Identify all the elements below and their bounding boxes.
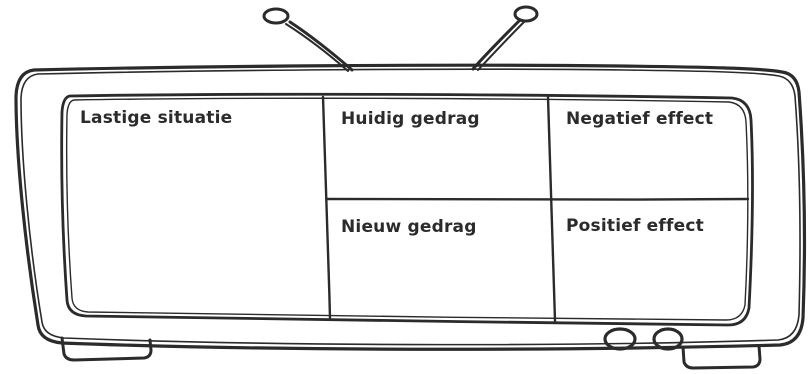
cell-positive-effect: Positief effect <box>566 216 704 236</box>
tv-knobs <box>603 327 684 351</box>
antenna-left <box>262 7 354 72</box>
tv-body <box>14 63 807 351</box>
cell-new-behavior: Nieuw gedrag <box>341 217 477 237</box>
tv-foot-right <box>681 344 762 370</box>
knob-left-icon <box>603 327 637 351</box>
cell-current-behavior: Huidig gedrag <box>341 109 480 129</box>
grid-dividers <box>321 95 750 323</box>
antenna-right <box>471 5 539 71</box>
cell-negative-effect: Negatief effect <box>566 109 714 129</box>
cell-difficult-situation: Lastige situatie <box>80 108 233 128</box>
tv-foot-left <box>60 336 153 362</box>
knob-right-icon <box>652 327 684 351</box>
tv-screen-frame <box>60 92 754 327</box>
